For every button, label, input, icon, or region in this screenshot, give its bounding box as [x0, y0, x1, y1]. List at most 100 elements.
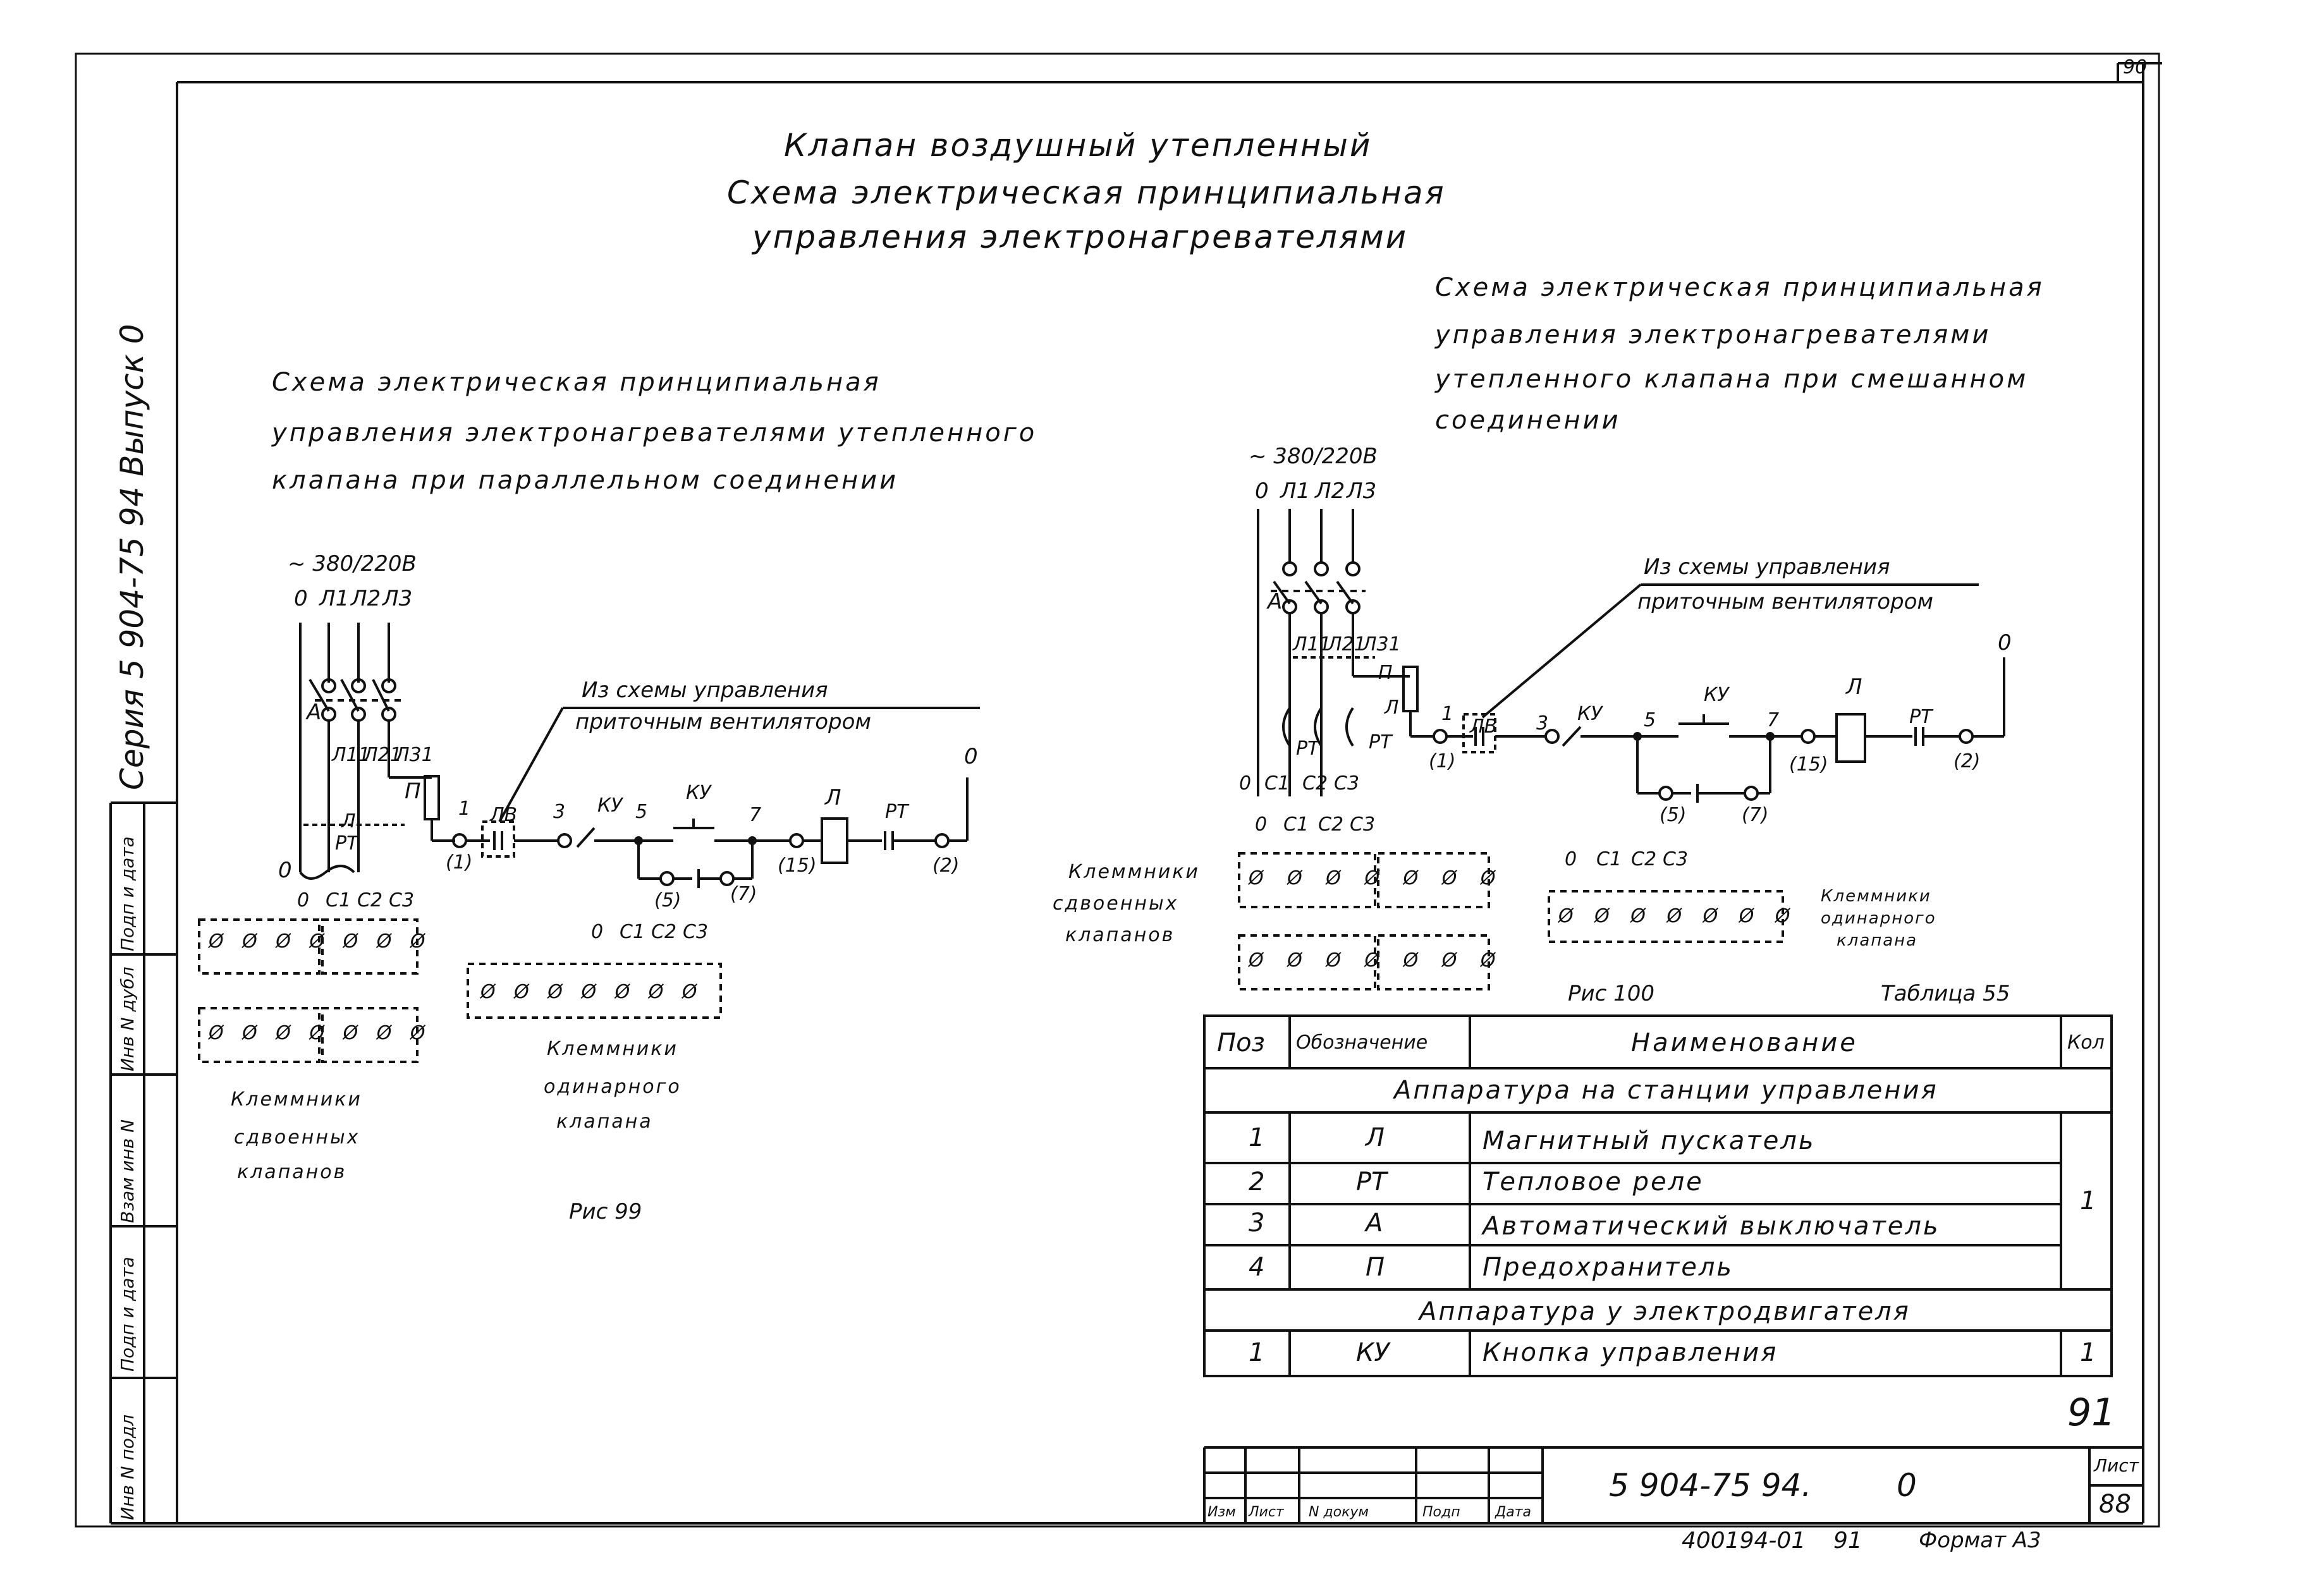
left-node-5: 5	[635, 801, 648, 823]
left-node-1b: (1)	[446, 851, 473, 874]
left-term-top-0: 0	[297, 889, 310, 911]
right-node-5: 5	[1644, 709, 1656, 731]
stamp-stage: 0	[1897, 1467, 1917, 1504]
table-row-5-name: Кнопка управления	[1483, 1338, 1778, 1367]
right-node-5b: (5)	[1660, 804, 1687, 826]
right-from-label-2: приточным вентилятором	[1637, 589, 1934, 614]
table-row-5-pos: 1	[1249, 1338, 1265, 1367]
right-single-caption-1: Клеммники	[1821, 887, 1931, 906]
left-node-2: (2)	[932, 855, 960, 877]
right-rt-label: РТ	[1909, 706, 1933, 728]
right-term-top-c2: С2	[1318, 813, 1344, 836]
left-node-1: 1	[458, 798, 471, 820]
stamp-col-podp: Подп	[1422, 1504, 1460, 1520]
right-contactor-label: Л	[1385, 697, 1399, 719]
left-zero-label: 0	[278, 858, 292, 883]
side-cell-inv-podl: Инв N подл	[117, 1414, 138, 1520]
table-row-1-pos: 1	[1249, 1123, 1265, 1152]
left-single-top-c2: С2	[651, 921, 677, 943]
main-title-line-3: управления электронагревателями	[752, 219, 1409, 255]
right-single-caption-2: одинарного	[1821, 909, 1936, 928]
left-figure-caption: Рис 99	[569, 1199, 642, 1224]
right-node-15: (15)	[1789, 753, 1828, 776]
left-rt-label: РТ	[885, 801, 908, 823]
right-phase-l2: Л2	[1315, 478, 1345, 504]
table-section-1: Аппаратура на станции управления	[1394, 1076, 1938, 1105]
table-row-1-code: Л	[1366, 1123, 1385, 1152]
right-zero-label: 0	[1239, 772, 1252, 795]
left-node-0: 0	[964, 744, 978, 769]
right-breaker-label: А	[1268, 589, 1283, 614]
left-phase-l1: Л1	[319, 586, 350, 611]
left-after-l21: Л21	[364, 744, 402, 766]
right-fuse-label: П	[1378, 662, 1393, 684]
right-figure-caption: Рис 100	[1568, 981, 1654, 1006]
table-row-1-name: Магнитный пускатель	[1483, 1126, 1816, 1155]
table-header-qty: Кол	[2067, 1032, 2105, 1054]
right-node-0: 0	[1998, 630, 2012, 655]
left-phase-l2: Л2	[351, 586, 381, 611]
right-node-3: 3	[1536, 712, 1549, 734]
left-ku-1: КУ	[597, 795, 623, 817]
left-phase-0: 0	[294, 586, 308, 611]
left-node-15: (15)	[778, 855, 817, 877]
side-series-label: Серия 5 904-75 94 Выпуск 0	[114, 324, 150, 790]
main-title-line-2: Схема электрическая принципиальная	[727, 174, 1446, 211]
right-single-top-c2: С2	[1631, 848, 1657, 870]
left-from-label-1: Из схемы управления	[582, 678, 828, 703]
left-phase-l3: Л3	[382, 586, 413, 611]
right-scheme-title-2: управления электронагревателями	[1435, 320, 1991, 350]
left-single-term-row: Ø Ø Ø Ø Ø Ø Ø	[480, 981, 704, 1003]
right-lv-label: ЛВ	[1470, 716, 1498, 738]
right-after-l31: Л31	[1362, 633, 1401, 655]
format-label: Формат А3	[1919, 1528, 2041, 1553]
table-row-3-code: А	[1366, 1209, 1383, 1238]
right-scheme-title-1: Схема электрическая принципиальная	[1435, 273, 2045, 302]
right-double-caption-2: сдвоенных	[1053, 892, 1179, 915]
left-relay-label: РТ	[335, 832, 358, 855]
right-c2: С2	[1302, 772, 1328, 795]
stamp-sheet-label: Лист	[2094, 1455, 2139, 1476]
table-row-3-pos: 3	[1249, 1209, 1265, 1238]
left-node-5b: (5)	[654, 889, 682, 911]
side-cell-vzam-inv: Взам инв N	[117, 1119, 138, 1223]
right-scheme-title-3: утепленного клапана при смешанном	[1435, 365, 2029, 394]
stamp-doc-code: 5 904-75 94.	[1609, 1467, 1812, 1504]
right-double-caption-1: Клеммники	[1068, 861, 1200, 883]
right-single-top-0: 0	[1565, 848, 1577, 870]
table-header-name: Наименование	[1631, 1028, 1858, 1057]
right-single-top-c1: С1	[1596, 848, 1622, 870]
right-after-l11: Л11	[1293, 633, 1331, 655]
left-single-caption-2: одинарного	[544, 1076, 682, 1098]
left-double-caption-3: клапанов	[237, 1161, 347, 1183]
left-supply-label: ~ 380/220В	[288, 551, 417, 576]
table-qty-1: 1	[2080, 1186, 2096, 1215]
table-row-2-code: РТ	[1356, 1167, 1387, 1197]
left-term-top-c1: С1	[326, 889, 352, 911]
left-scheme-title-1: Схема электрическая принципиальная	[272, 368, 881, 397]
left-single-caption-3: клапана	[556, 1111, 653, 1133]
right-term-row-bottom: Ø Ø Ø Ø Ø Ø Ø	[1249, 949, 1505, 972]
right-double-caption-3: клапанов	[1065, 924, 1175, 946]
stamp-sheet-value: 88	[2099, 1490, 2131, 1519]
right-phase-l3: Л3	[1347, 478, 1377, 504]
left-coil-label: Л	[825, 785, 841, 810]
left-single-top-c1: С1	[620, 921, 645, 943]
table-row-4-name: Предохранитель	[1483, 1253, 1733, 1282]
right-scheme-title-4: соединении	[1435, 406, 1621, 435]
right-node-1: 1	[1441, 703, 1454, 725]
right-term-top-c1: С1	[1283, 813, 1309, 836]
archive-number: 400194-01	[1682, 1528, 1806, 1554]
left-contactor-label: Л	[341, 810, 356, 832]
table-row-2-pos: 2	[1249, 1167, 1265, 1197]
left-term-row-top: Ø Ø Ø Ø Ø Ø Ø	[209, 930, 432, 953]
table-row-4-pos: 4	[1249, 1253, 1265, 1282]
table-row-5-qty: 1	[2080, 1338, 2096, 1367]
left-single-caption-1: Клеммники	[547, 1038, 678, 1060]
right-single-term-row: Ø Ø Ø Ø Ø Ø Ø	[1558, 905, 1798, 927]
stamp-col-ndokum: N докум	[1309, 1504, 1369, 1520]
left-node-7b: (7)	[730, 883, 757, 905]
right-ku-2: КУ	[1704, 684, 1729, 706]
right-from-label-1: Из схемы управления	[1644, 554, 1890, 580]
